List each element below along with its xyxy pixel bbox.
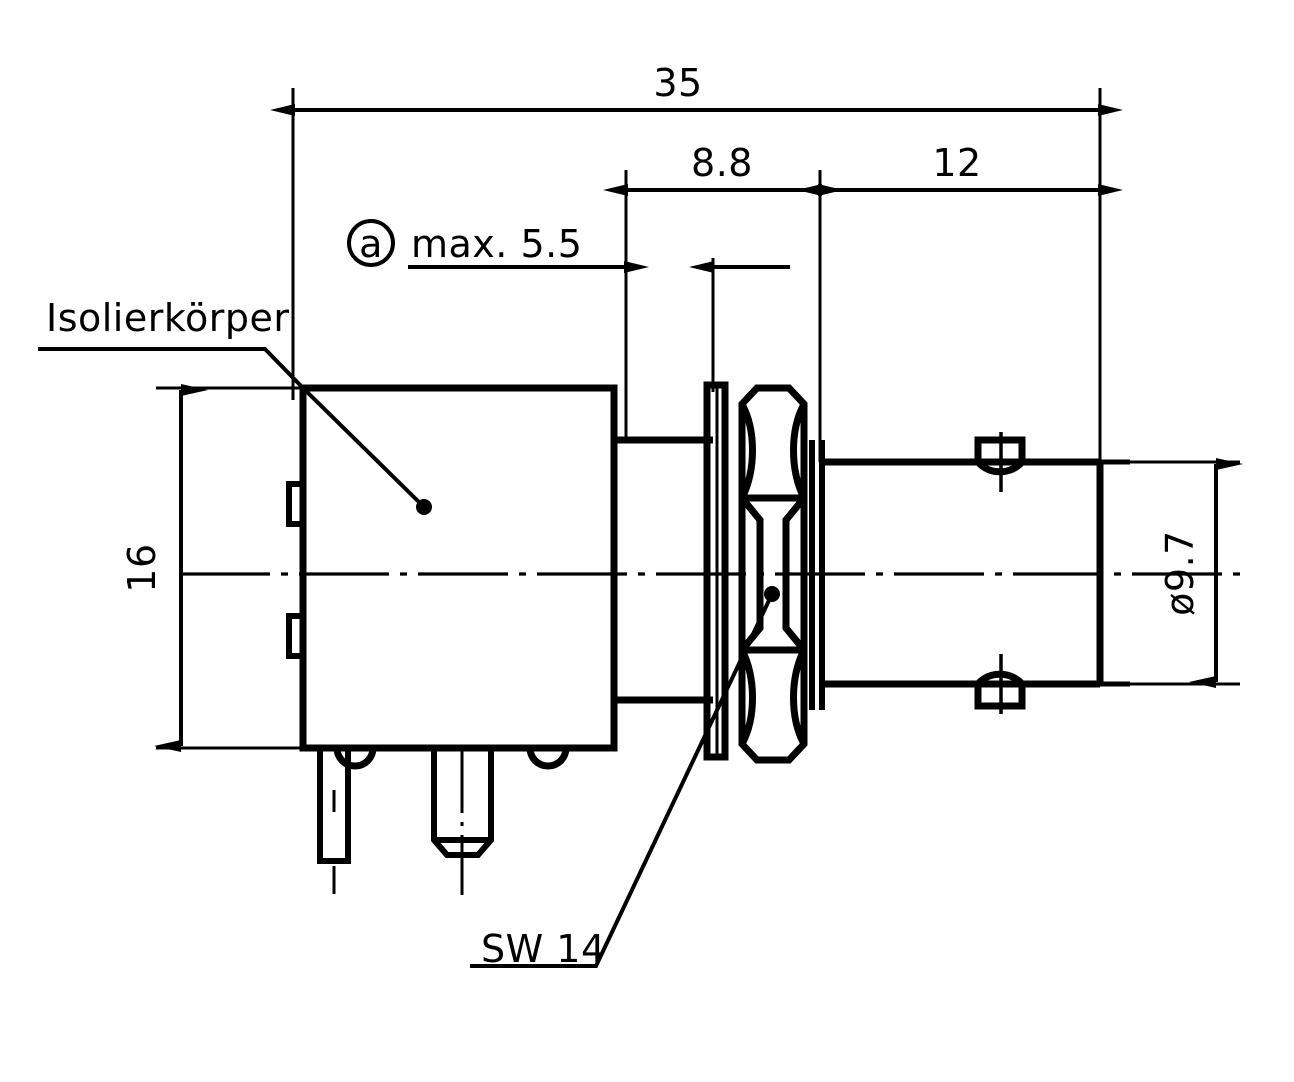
dimension-lines <box>154 104 1243 752</box>
ground-pin <box>317 748 351 894</box>
note-a-underline <box>347 219 395 267</box>
dimension-label-body-height: 16 <box>120 543 164 592</box>
dimension-label-barrel: 12 <box>932 141 981 185</box>
wrench-size-label: SW 14 <box>481 927 606 971</box>
bayonet-pin-bottom <box>974 654 1026 714</box>
centre-contact-pin <box>431 745 494 895</box>
body-shoulder <box>610 388 713 748</box>
nut-shoulder-rings <box>809 440 825 710</box>
insulator-leader-line <box>38 347 432 515</box>
dimension-label-overall-length: 35 <box>653 61 702 105</box>
dimension-label-barrel-diameter: ø9.7 <box>1158 530 1202 616</box>
note-a-symbol: a <box>359 222 383 266</box>
dimension-label-flange: 8.8 <box>691 141 753 185</box>
mounting-flange <box>703 381 729 761</box>
wrench-size-leader-line <box>470 586 780 968</box>
barrel-end-face <box>1100 459 1130 687</box>
body-bottom-contour <box>303 744 614 770</box>
bayonet-pin-top <box>974 432 1026 492</box>
retaining-tabs <box>286 481 303 659</box>
note-a-text: max. 5.5 <box>411 222 582 266</box>
bayonet-barrel <box>822 458 1104 688</box>
insulator-callout-label: Isolierkörper <box>46 296 290 340</box>
